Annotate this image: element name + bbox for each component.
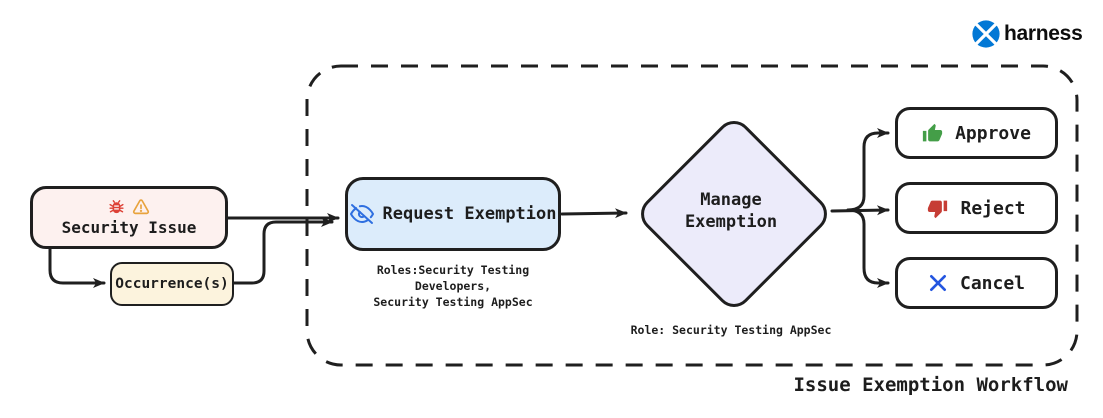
request-exemption-roles-note: Roles:Security Testing Developers, Secur…: [373, 263, 533, 309]
thumbs-down-icon: [927, 198, 948, 219]
brand-wordmark: harness: [1004, 22, 1083, 45]
cancel-label: Cancel: [959, 272, 1026, 294]
request-exemption-label: Request Exemption: [382, 204, 557, 224]
node-request-exemption: Request Exemption: [345, 177, 561, 251]
approve-label: Approve: [955, 122, 1031, 144]
diagram-caption: Issue Exemption Workflow: [793, 374, 1068, 396]
harness-logo-icon: [971, 19, 1001, 49]
brand: harness: [971, 19, 1083, 49]
thumbs-up-icon: [922, 123, 943, 144]
manage-exemption-label: Manage Exemption: [684, 189, 778, 232]
node-cancel: Cancel: [895, 257, 1058, 309]
eye-off-icon: [349, 202, 374, 226]
node-occurrences: Occurrence(s): [110, 262, 234, 306]
node-security-issue: Security Issue: [30, 186, 228, 249]
security-issue-label: Security Issue: [61, 218, 197, 237]
reject-label: Reject: [960, 197, 1026, 219]
node-approve: Approve: [895, 107, 1058, 159]
warning-icon: [132, 198, 150, 216]
manage-exemption-role-note: Role: Security Testing AppSec: [630, 323, 832, 337]
occurrences-label: Occurrence(s): [115, 276, 229, 292]
node-reject: Reject: [895, 182, 1058, 234]
bug-icon: [108, 199, 125, 216]
x-icon: [928, 273, 948, 293]
